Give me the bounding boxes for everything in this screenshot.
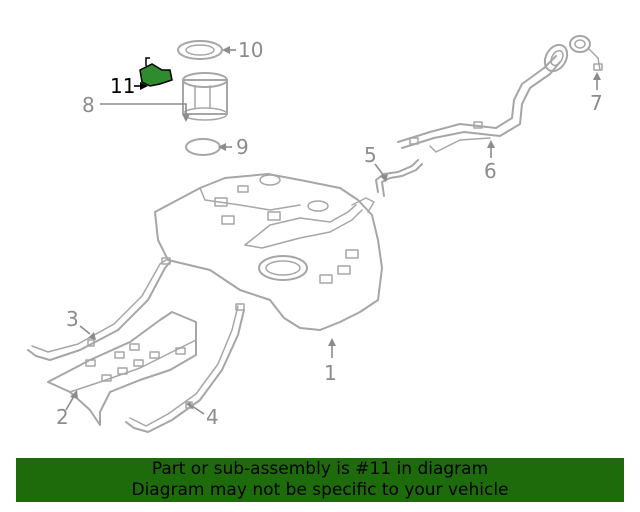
lock-ring: [177, 40, 223, 60]
gasket: [185, 138, 221, 156]
banner-line-1: Part or sub-assembly is #11 in diagram: [151, 459, 489, 479]
fuel-cap: [569, 35, 603, 71]
callout-7: [593, 72, 601, 90]
callout-4: [186, 402, 205, 415]
callout-number-11: 11: [110, 74, 135, 98]
callout-number-8: 8: [82, 93, 95, 117]
callout-number-10: 10: [238, 38, 263, 62]
callout-8: [100, 103, 190, 122]
fuel-pump: [182, 72, 228, 121]
heat-shield: [47, 311, 197, 426]
fuel-tank: [154, 173, 383, 331]
banner-line-2: Diagram may not be specific to your vehi…: [131, 480, 509, 500]
callout-number-5: 5: [364, 143, 377, 167]
callout-9: [218, 143, 232, 151]
callout-number-2: 2: [56, 405, 69, 429]
highlighted-sender-unit: [139, 57, 173, 87]
callout-6: [487, 140, 495, 158]
callout-10: [222, 46, 236, 54]
callout-number-7: 7: [590, 91, 603, 115]
callout-number-9: 9: [236, 135, 249, 159]
vent-hose: [375, 159, 423, 197]
filler-pipe: [397, 43, 569, 153]
callout-5: [374, 163, 388, 182]
notice-banner: Part or sub-assembly is #11 in diagram D…: [16, 458, 624, 502]
tank-strap-rear: [125, 303, 245, 433]
callout-number-1: 1: [324, 361, 337, 385]
callout-11: [134, 82, 148, 90]
callout-1: [328, 338, 336, 358]
callout-2: [65, 390, 78, 411]
callout-number-4: 4: [206, 405, 219, 429]
callout-number-6: 6: [484, 159, 497, 183]
callout-number-3: 3: [66, 307, 79, 331]
tank-strap-front: [27, 257, 171, 361]
callout-3: [79, 325, 96, 340]
